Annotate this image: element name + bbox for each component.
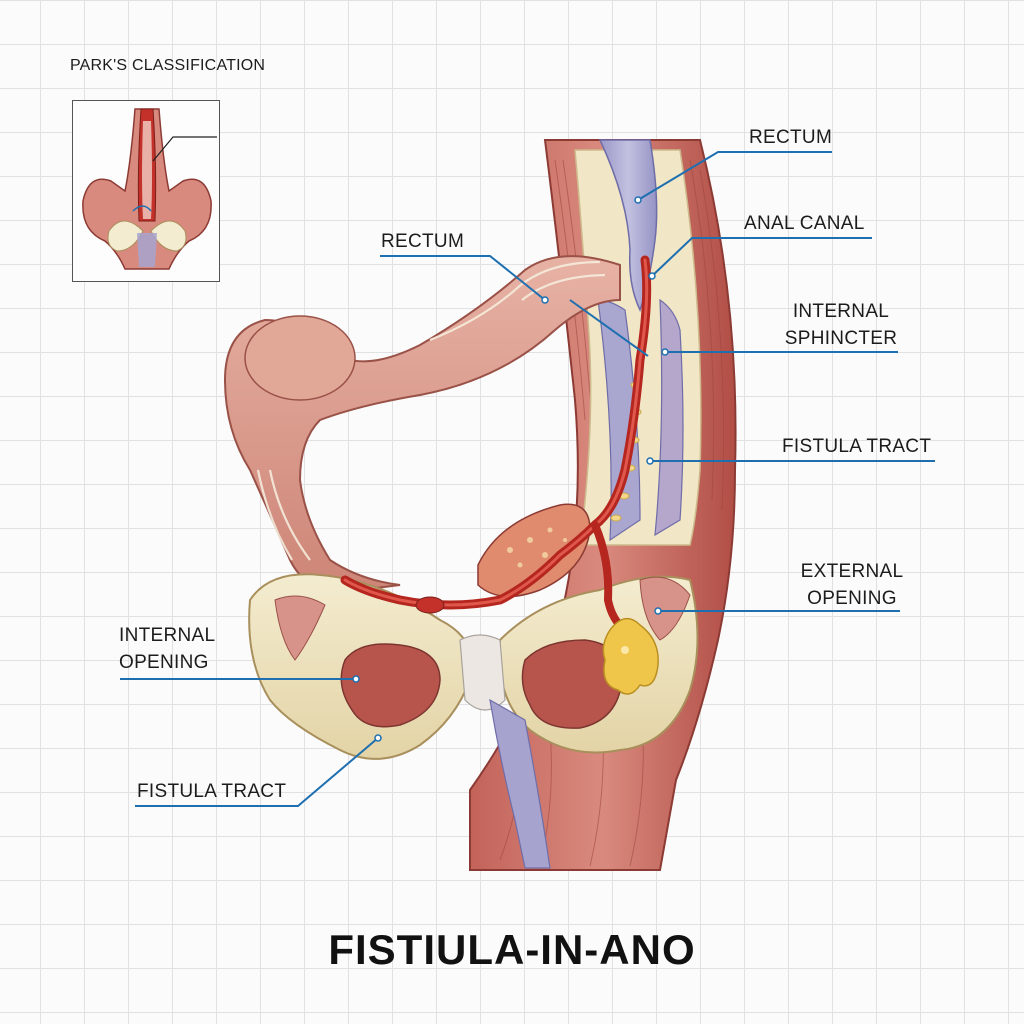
label-fistula-tract-bottom: FISTULA TRACT <box>137 781 287 802</box>
label-fistula-tract-right: FISTULA TRACT <box>782 436 932 457</box>
label-external-opening: EXTERNAL OPENING <box>792 558 912 612</box>
label-rectum-left: RECTUM <box>381 231 465 252</box>
colon-tenia <box>256 260 606 561</box>
symphysis <box>459 634 506 711</box>
label-rectum-top: RECTUM <box>749 127 833 148</box>
sigmoid-colon <box>223 255 621 593</box>
leader-internal-sphincter-2 <box>569 299 649 357</box>
leader-lines <box>120 151 935 807</box>
label-external-opening-line2: OPENING <box>807 588 897 609</box>
inset-park-classification <box>72 100 220 282</box>
label-anal-canal: ANAL CANAL <box>744 213 865 234</box>
external-opening-pus <box>602 617 659 695</box>
leader-end-dots <box>352 196 669 742</box>
muscle-striations <box>499 159 725 867</box>
colon-fold <box>244 315 356 401</box>
label-external-opening-line1: EXTERNAL <box>800 561 904 582</box>
inset-pelvis-diagram <box>82 108 217 270</box>
left-obturator <box>340 643 441 728</box>
label-internal-opening-line1: INTERNAL <box>119 625 216 646</box>
abscess-texture <box>507 527 567 568</box>
page-title: FISTIULA-IN-ANO <box>328 926 696 973</box>
label-internal-opening: INTERNAL OPENING <box>119 622 215 676</box>
label-internal-opening-line2: OPENING <box>119 652 209 673</box>
label-internal-sphincter-line2: SPHINCTER <box>784 328 898 349</box>
leader-anal-canal <box>651 237 872 277</box>
anal-canal-vessel <box>489 698 551 869</box>
inset-title: PARK'S CLASSIFICATION <box>70 57 266 74</box>
leader-fistula-tract-bottom <box>135 737 379 807</box>
label-internal-sphincter: INTERNAL SPHINCTER <box>778 298 904 352</box>
left-muscle-belly <box>274 595 326 661</box>
right-muscle-belly <box>639 576 691 641</box>
right-obturator <box>521 639 623 729</box>
label-internal-sphincter-line1: INTERNAL <box>792 301 890 322</box>
leader-rectum-top <box>637 151 832 201</box>
leader-rectum-left <box>380 255 546 301</box>
internal-sphincter-band <box>597 299 641 542</box>
